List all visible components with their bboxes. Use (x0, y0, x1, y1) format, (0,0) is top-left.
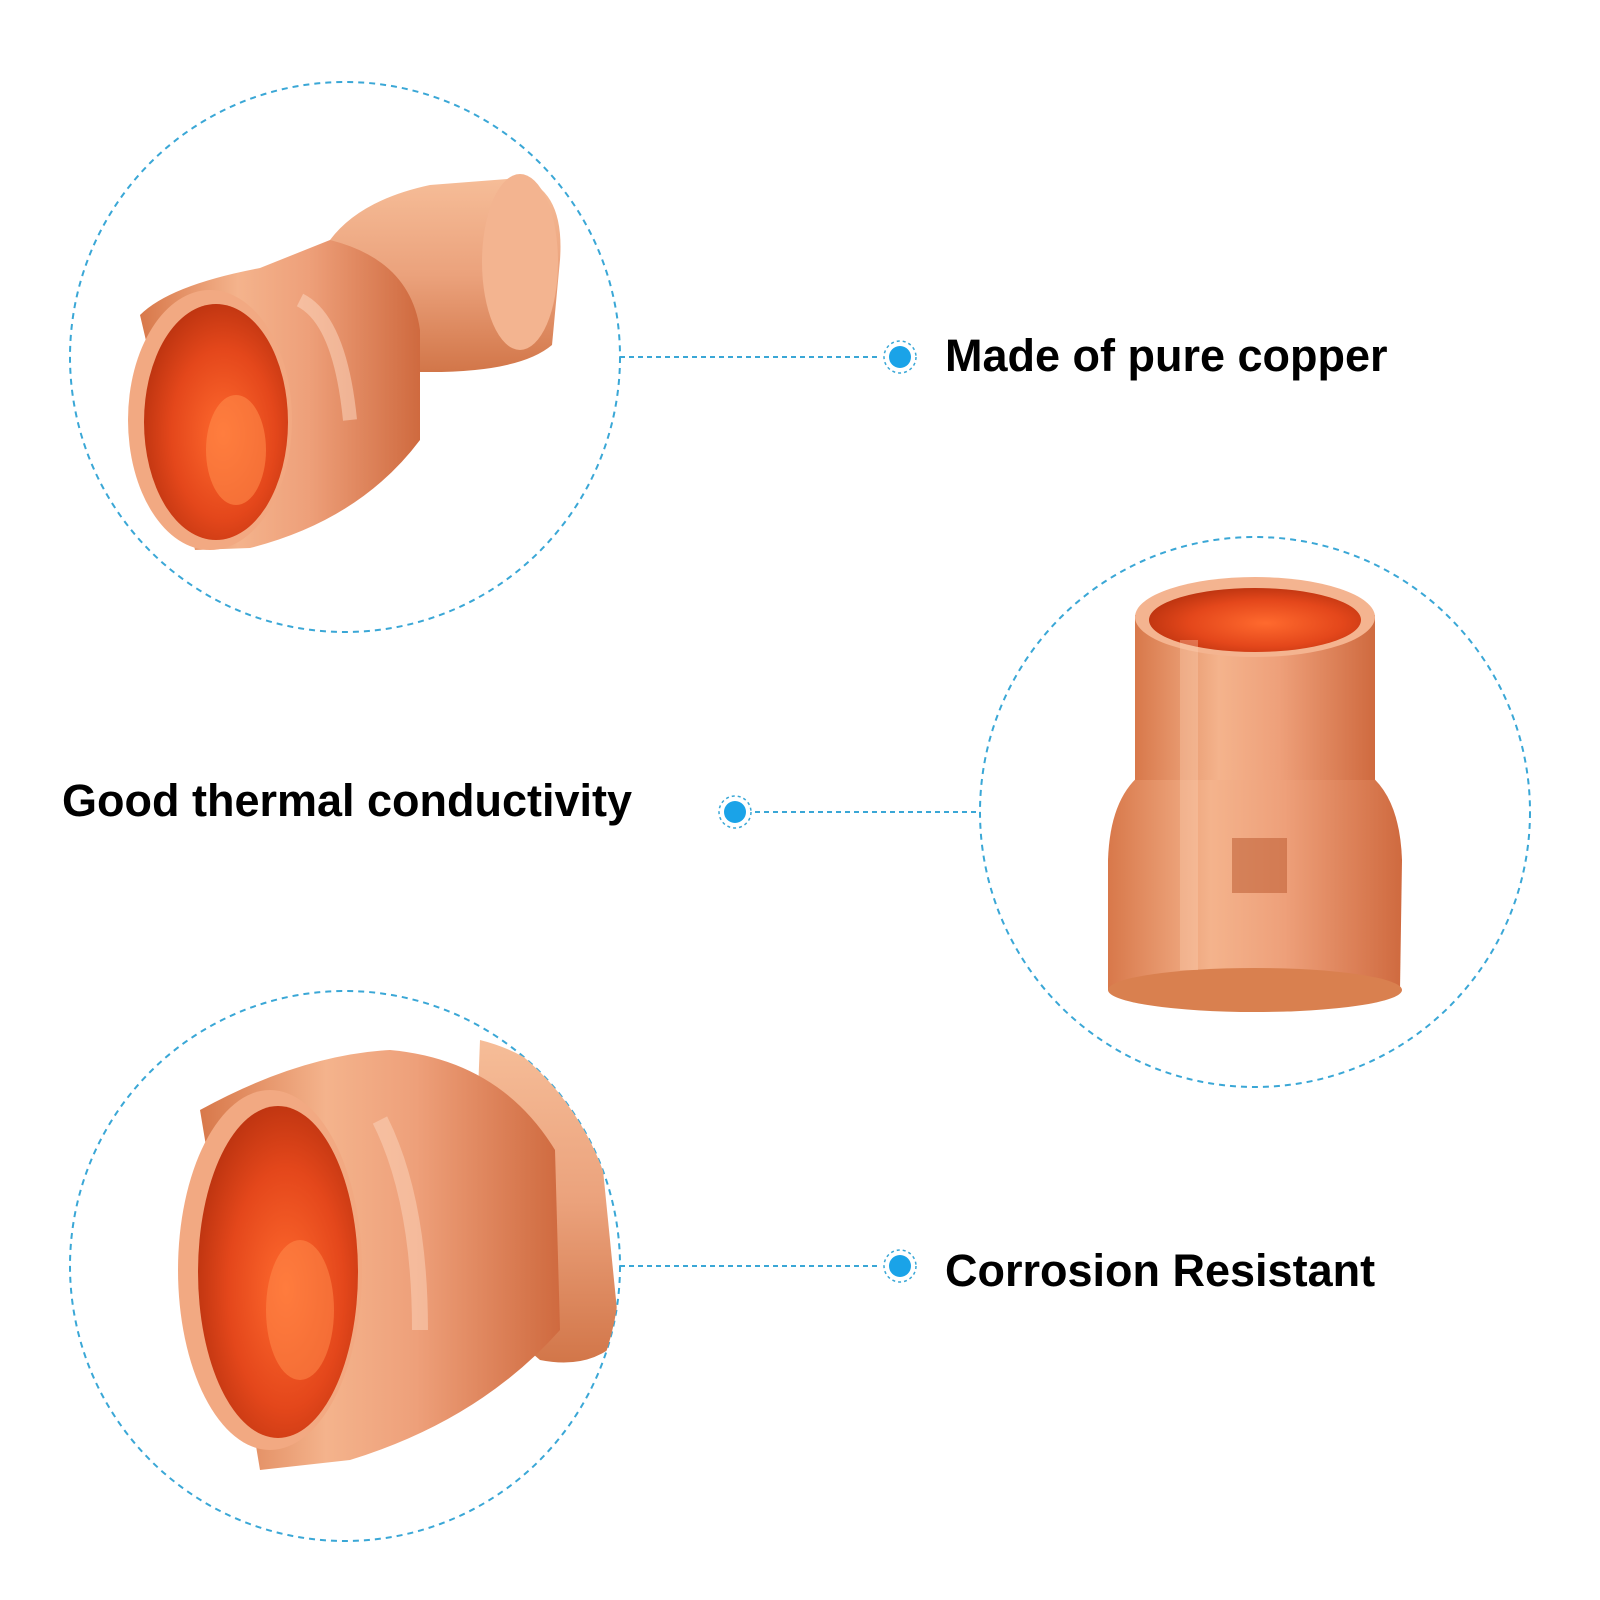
copper-fitting-image (1108, 577, 1402, 1012)
product-photo-middle (979, 536, 1531, 1088)
copper-fitting-image (178, 1040, 620, 1470)
callout-dot-icon (883, 340, 917, 374)
callout-dot-icon (718, 795, 752, 829)
feature-label-thermal-conductivity: Good thermal conductivity (62, 775, 633, 826)
feature-label-corrosion-resistant: Corrosion Resistant (945, 1245, 1376, 1296)
callout-dot-icon (883, 1249, 917, 1283)
copper-fitting-image (128, 174, 561, 550)
product-photo-top (69, 81, 621, 633)
product-photo-bottom (69, 990, 621, 1542)
feature-label-pure-copper: Made of pure copper (945, 330, 1388, 381)
